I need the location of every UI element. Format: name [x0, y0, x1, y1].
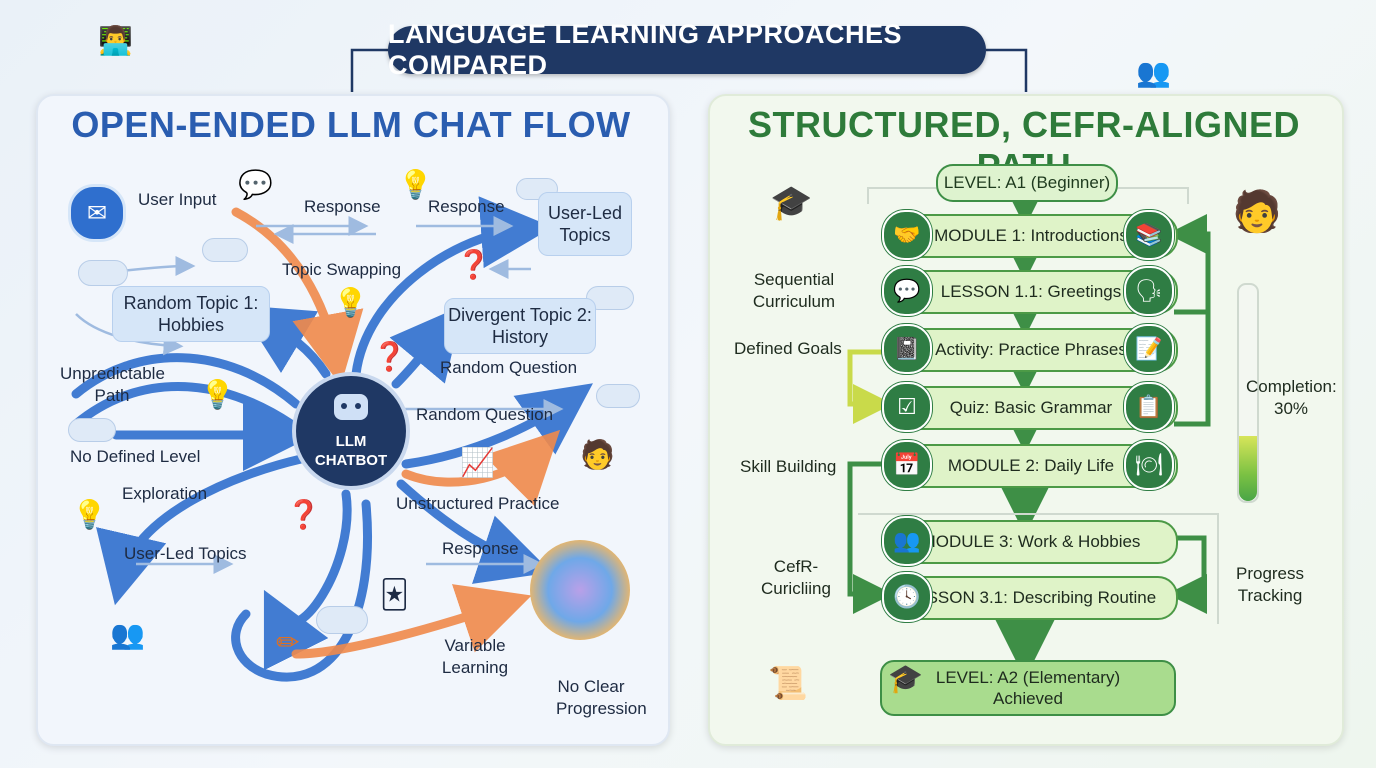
banner-title: LANGUAGE LEARNING APPROACHES COMPARED	[388, 19, 986, 80]
left-panel-title: OPEN-ENDED LLM CHAT FLOW	[71, 104, 631, 145]
random-topic-box: Random Topic 1: Hobbies	[112, 286, 270, 342]
chatbot-line1: LLM	[335, 433, 367, 450]
calendar-icon: 📅	[882, 440, 932, 490]
label-user-led-topics: User-Led Topics	[124, 544, 247, 563]
variable-line1: Variable	[444, 636, 506, 655]
question-icon: ❓	[286, 499, 321, 530]
label-sequential-curriculum: Sequential Curriculum	[752, 269, 836, 313]
books-icon: 📚	[1124, 210, 1174, 260]
label-random-question: Random Question	[440, 358, 578, 377]
label-random-question: Random Question	[416, 405, 554, 424]
label-no-defined-level: No Defined Level	[70, 447, 201, 466]
no-clear-line1: No Clear	[557, 677, 625, 696]
lightbulb-icon: 💡	[200, 379, 235, 410]
reading-student-icon: 🧑	[1232, 190, 1282, 234]
cefr-line1: CefR-	[773, 557, 819, 576]
speech-bubble-icon: 💬	[238, 169, 273, 200]
tangled-knot-icon	[530, 540, 630, 640]
completion-progress-bar	[1237, 283, 1259, 503]
user-led-topics-box: User-Led Topics	[538, 192, 632, 256]
divergent-topic-line2: History	[491, 327, 548, 347]
clock-icon: 🕓	[882, 572, 932, 622]
user-chat-icon: ✉	[68, 184, 126, 242]
label-user-input: User Input	[138, 190, 217, 209]
robot-icon	[334, 394, 368, 420]
students-icon: 👥	[1136, 57, 1171, 88]
cefr-line2: Curicliing	[761, 579, 831, 598]
chart-icon: 📈	[460, 447, 495, 478]
graduation-cap-icon: 🎓	[888, 663, 923, 694]
pencil-icon: ✏	[276, 627, 300, 658]
divergent-topic-box: Divergent Topic 2: History	[444, 298, 596, 354]
group-study-icon: 👥	[110, 619, 145, 650]
checklist-icon: ☑	[882, 382, 932, 432]
step-lesson-3-1: LESSON 3.1: Describing Routine	[884, 576, 1178, 620]
question-icon: ❓	[372, 341, 407, 372]
label-completion: Completion: 30%	[1246, 376, 1337, 420]
reading-student-icon: 🧑	[580, 439, 615, 470]
sequential-line1: Sequential	[753, 270, 835, 289]
cloud-icon	[68, 418, 116, 442]
variable-line2: Learning	[441, 658, 509, 677]
certificate-icon: 📜	[768, 665, 808, 701]
label-unstructured-practice: Unstructured Practice	[396, 494, 560, 513]
student-laptop-icon: 👨‍💻	[98, 25, 133, 56]
cloud-icon	[316, 606, 368, 634]
label-response: Response	[442, 539, 519, 558]
cloud-icon	[78, 260, 128, 286]
completion-line2: 30%	[1273, 399, 1309, 418]
chat-group-icon: 💬	[882, 266, 932, 316]
label-variable-learning: Variable Learning	[440, 635, 510, 679]
progress-line1: Progress	[1235, 564, 1305, 583]
cloud-icon	[596, 384, 640, 408]
conversation-icon: 🗣	[1124, 266, 1174, 316]
llm-chatbot-node: LLM CHATBOT	[296, 376, 406, 486]
label-skill-building: Skill Building	[740, 457, 837, 476]
level-a1-badge: LEVEL: A1 (Beginner)	[936, 164, 1118, 202]
no-clear-line2: Progression	[556, 699, 647, 718]
unpredictable-line1: Unpredictable	[60, 364, 165, 383]
label-exploration: Exploration	[122, 484, 208, 503]
random-topic-line1: Random Topic 1:	[123, 293, 259, 313]
lightbulb-icon: 💡	[72, 499, 107, 530]
writing-icon: 📝	[1124, 324, 1174, 374]
lightbulb-icon: 💡	[333, 287, 368, 318]
idea-bubble-icon: 💡	[398, 169, 433, 200]
completion-line1: Completion:	[1246, 377, 1337, 396]
label-topic-swapping: Topic Swapping	[282, 260, 402, 279]
user-led-topics-line2: Topics	[559, 225, 611, 245]
sequential-line2: Curriculum	[752, 292, 836, 311]
label-cefr-curriculum: CefR- Curicliing	[760, 556, 832, 600]
team-icon: 👥	[882, 516, 932, 566]
label-response: Response	[428, 197, 505, 216]
divergent-topic-line1: Divergent Topic 2:	[448, 305, 592, 325]
level-a2-line1: LEVEL: A2 (Elementary)	[935, 668, 1121, 687]
meal-icon: 🍽	[1124, 440, 1174, 490]
question-icon: ❓	[456, 249, 491, 280]
completion-progress-fill	[1239, 436, 1257, 501]
label-response: Response	[304, 197, 381, 216]
cards-icon: 🃏	[380, 579, 409, 610]
random-topic-line2: Hobbies	[157, 315, 225, 335]
label-defined-goals: Defined Goals	[734, 339, 842, 358]
unpredictable-line2: Path	[94, 386, 130, 405]
user-led-topics-line1: User-Led	[547, 203, 623, 223]
label-progress-tracking: Progress Tracking	[1232, 563, 1308, 607]
level-a2-line2: Achieved	[993, 689, 1063, 708]
progress-line2: Tracking	[1237, 586, 1303, 605]
graduation-cap-icon: 🎓	[770, 184, 813, 222]
handshake-icon: 🤝	[882, 210, 932, 260]
label-unpredictable-path: Unpredictable Path	[60, 363, 165, 407]
level-a2-achieved: LEVEL: A2 (Elementary) Achieved	[880, 660, 1176, 716]
notebook-icon: 📓	[882, 324, 932, 374]
cloud-icon	[202, 238, 248, 262]
clipboard-icon: 📋	[1124, 382, 1174, 432]
label-no-clear-progression: No Clear Progression	[556, 676, 647, 720]
chatbot-line2: CHATBOT	[314, 452, 388, 469]
